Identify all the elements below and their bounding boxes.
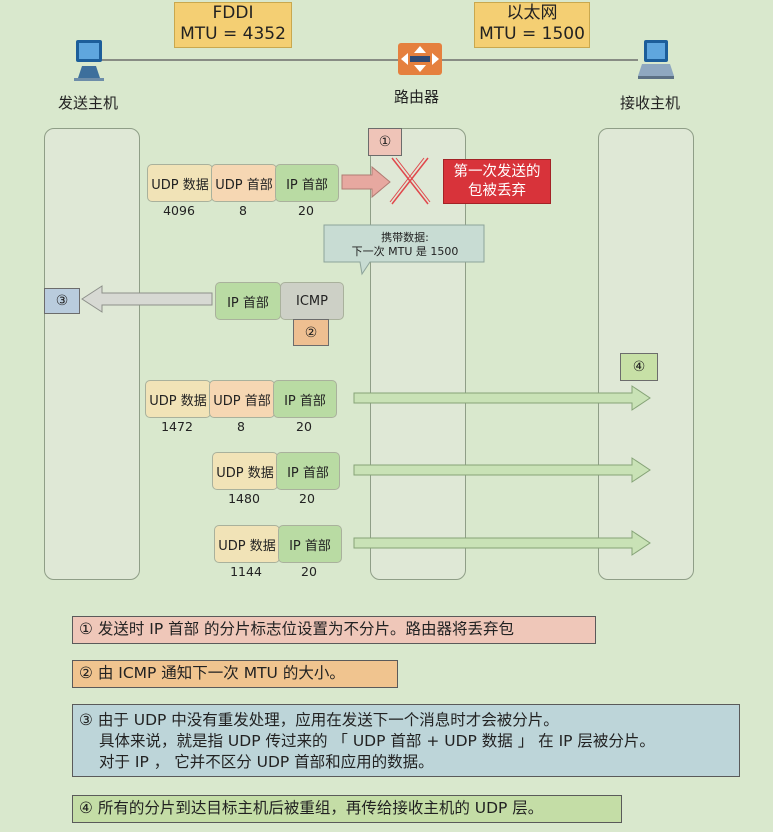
router-label: 路由器 <box>394 88 440 106</box>
drop-label-line2: 包被丢弃 <box>468 183 526 199</box>
drop-label: 第一次发送的 包被丢弃 <box>443 159 551 204</box>
note-3-line1: ③ 由于 UDP 中没有重发处理，应用在发送下一个消息时才会被分片。 <box>79 711 559 729</box>
receiver-label: 接收主机 <box>620 94 681 112</box>
first-ip-header-size: 20 <box>298 203 314 218</box>
ethernet-network-label: 以太网 MTU = 1500 <box>474 2 590 48</box>
frag3-ip-header: IP 首部 <box>278 525 342 563</box>
first-udp-header-size: 8 <box>239 203 247 218</box>
frag1-ip-header-size: 20 <box>296 419 312 434</box>
drop-label-line1: 第一次发送的 <box>453 164 541 180</box>
computer-monitor-icon <box>74 40 104 81</box>
frag1-udp-header-size: 8 <box>237 419 245 434</box>
frag2-ip-header: IP 首部 <box>276 452 340 490</box>
frag1-udp-header: UDP 首部 <box>209 380 275 418</box>
frag3-udp-data-size: 1144 <box>230 564 262 579</box>
note-1: ① 发送时 IP 首部 的分片标志位设置为不分片。路由器将丢弃包 <box>72 616 596 644</box>
fddi-mtu: MTU = 4352 <box>180 24 286 44</box>
step-1-marker: ① <box>368 128 402 156</box>
fddi-network-label: FDDI MTU = 4352 <box>174 2 292 48</box>
fragment-arrows <box>353 385 651 556</box>
note-3-line3: 对于 IP ， 它并不区分 UDP 首部和应用的数据。 <box>99 753 434 771</box>
icmp-return-arrow <box>81 285 213 313</box>
note-3: ③ 由于 UDP 中没有重发处理，应用在发送下一个消息时才会被分片。 具体来说，… <box>72 704 740 777</box>
frag2-udp-data: UDP 数据 <box>212 452 278 490</box>
first-ip-header: IP 首部 <box>275 164 339 202</box>
note-4: ④ 所有的分片到达目标主机后被重组，再传给接收主机的 UDP 层。 <box>72 795 622 823</box>
carry-note-line1: 携带数据: <box>381 231 429 244</box>
frag2-udp-data-size: 1480 <box>228 491 260 506</box>
first-udp-header: UDP 首部 <box>211 164 277 202</box>
frag1-udp-data: UDP 数据 <box>145 380 211 418</box>
first-udp-data: UDP 数据 <box>147 164 213 202</box>
laptop-icon <box>638 40 674 79</box>
frag1-udp-data-size: 1472 <box>161 419 193 434</box>
step-4-marker: ④ <box>620 353 658 381</box>
step-2-marker: ② <box>293 319 329 346</box>
frag2-ip-header-size: 20 <box>299 491 315 506</box>
frag3-ip-header-size: 20 <box>301 564 317 579</box>
carry-note-line2: 下一次 MTU 是 1500 <box>351 245 459 258</box>
frag1-ip-header: IP 首部 <box>273 380 337 418</box>
sender-label: 发送主机 <box>58 94 119 112</box>
first-send-arrow <box>341 165 391 199</box>
note-2: ② 由 ICMP 通知下一次 MTU 的大小。 <box>72 660 398 688</box>
first-udp-data-size: 4096 <box>163 203 195 218</box>
frag3-udp-data: UDP 数据 <box>214 525 280 563</box>
sender-column <box>44 128 140 580</box>
network-topology-lines <box>100 59 638 61</box>
router-icon <box>398 43 442 75</box>
fddi-name: FDDI <box>212 3 254 23</box>
carry-note-text: 携带数据: 下一次 MTU 是 1500 <box>326 231 484 259</box>
frag2-arrow <box>353 457 651 483</box>
frag3-arrow <box>353 530 651 556</box>
carry-note-callout <box>323 224 485 276</box>
ethernet-name: 以太网 <box>506 3 558 23</box>
ethernet-mtu: MTU = 1500 <box>479 24 585 44</box>
frag1-arrow <box>353 385 651 411</box>
icmp-ip-header: IP 首部 <box>215 282 281 320</box>
step-3-marker: ③ <box>44 288 80 314</box>
note-3-line2: 具体来说，就是指 UDP 传过来的 「 UDP 首部 + UDP 数据 」 在 … <box>99 732 655 750</box>
cross-mark-icon <box>389 157 431 205</box>
icmp-message: ICMP <box>280 282 344 320</box>
